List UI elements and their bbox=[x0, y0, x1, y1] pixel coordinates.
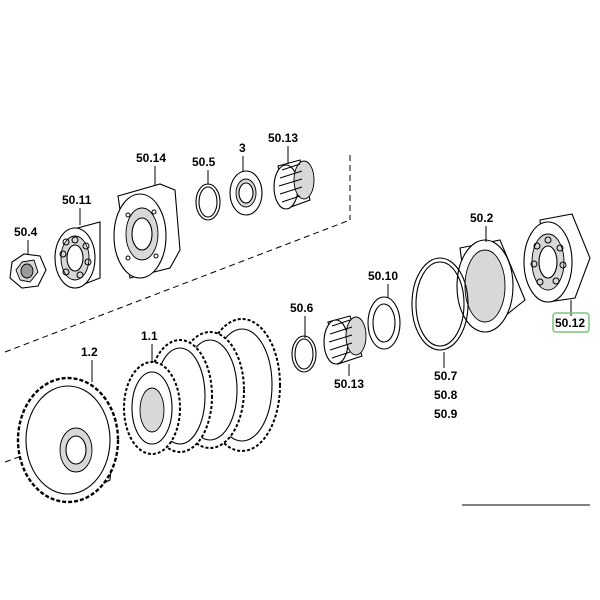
part-washer[interactable] bbox=[367, 296, 401, 350]
part-needle-bearing-bottom[interactable] bbox=[323, 315, 367, 365]
label-50-9[interactable]: 50.9 bbox=[434, 407, 458, 421]
label-3[interactable]: 3 bbox=[239, 141, 246, 155]
label-50-11[interactable]: 50.11 bbox=[62, 193, 92, 207]
label-50-8[interactable]: 50.8 bbox=[434, 388, 458, 402]
label-50-2[interactable]: 50.2 bbox=[470, 211, 494, 225]
part-hub[interactable] bbox=[113, 183, 181, 279]
highlight-box bbox=[552, 312, 590, 333]
label-50-6[interactable]: 50.6 bbox=[290, 301, 314, 315]
part-bearing-right[interactable] bbox=[523, 213, 591, 303]
part-gear-cluster[interactable] bbox=[123, 318, 281, 455]
label-1-1[interactable]: 1.1 bbox=[141, 329, 158, 343]
part-snap-ring-lower[interactable] bbox=[291, 335, 317, 373]
label-50-12[interactable]: 50.12 bbox=[555, 316, 585, 330]
part-bearing-left[interactable] bbox=[54, 221, 101, 289]
part-housing[interactable] bbox=[456, 239, 526, 333]
part-o-ring-large[interactable] bbox=[411, 257, 469, 351]
label-50-10[interactable]: 50.10 bbox=[368, 269, 398, 283]
label-50-13-top[interactable]: 50.13 bbox=[268, 131, 298, 145]
part-thrust-washer[interactable] bbox=[229, 170, 263, 216]
part-main-gear[interactable] bbox=[16, 376, 120, 504]
part-nut[interactable] bbox=[9, 253, 47, 289]
label-50-4[interactable]: 50.4 bbox=[14, 225, 38, 239]
label-1-2[interactable]: 1.2 bbox=[81, 345, 98, 359]
assembly-axis-lines bbox=[4, 155, 351, 463]
label-50-14[interactable]: 50.14 bbox=[136, 151, 166, 165]
part-snap-ring-upper[interactable] bbox=[195, 183, 221, 221]
part-needle-bearing-top[interactable] bbox=[273, 159, 315, 210]
label-50-7[interactable]: 50.7 bbox=[434, 369, 458, 383]
label-50-13-bottom[interactable]: 50.13 bbox=[334, 377, 364, 391]
part-labels: 50.4 50.11 50.14 50.5 3 50.13 50.2 50.10… bbox=[14, 131, 585, 421]
label-50-5[interactable]: 50.5 bbox=[192, 155, 216, 169]
